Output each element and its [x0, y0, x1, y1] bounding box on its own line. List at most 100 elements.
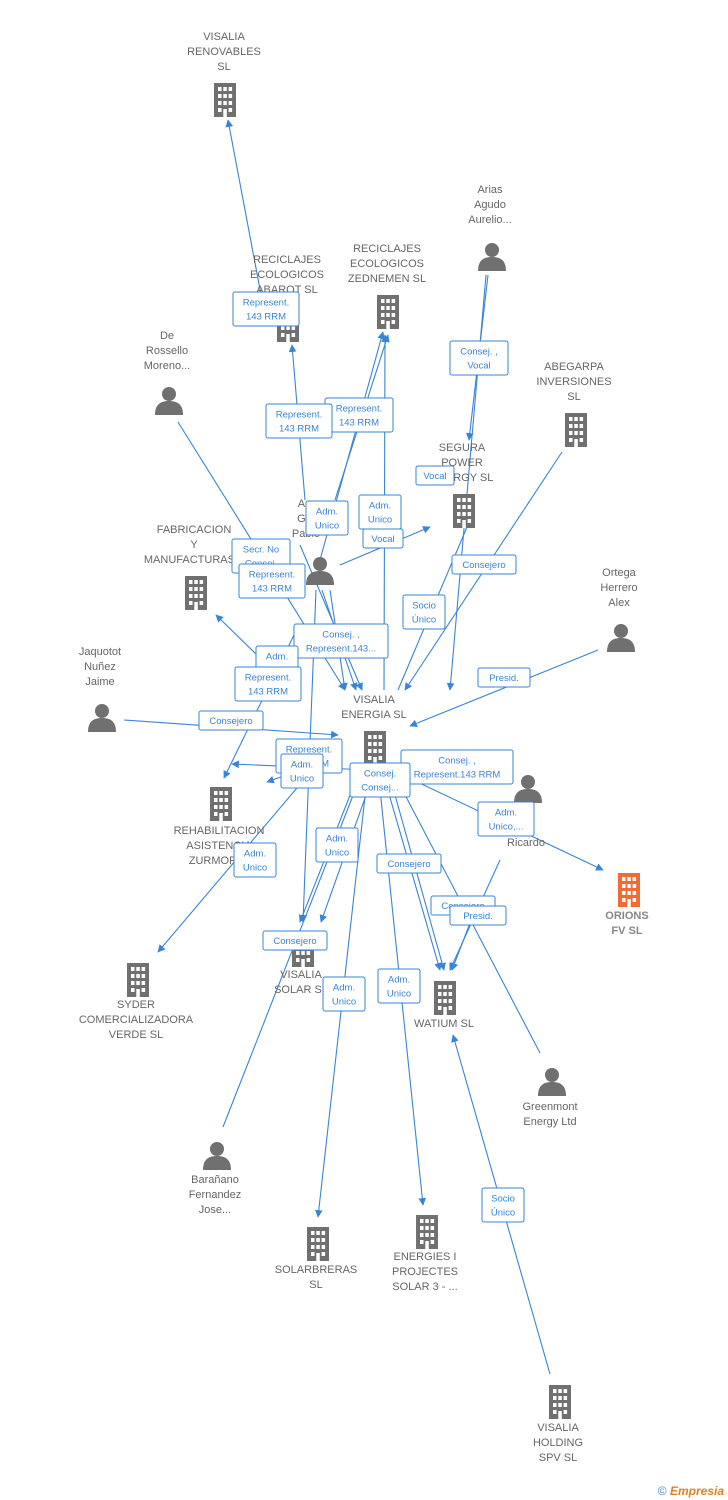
person-icon[interactable] [88, 704, 116, 732]
building-icon[interactable] [416, 1215, 438, 1249]
edge-label: Adm.Unico,... [477, 801, 535, 837]
node-label[interactable]: RENOVABLES [187, 46, 261, 58]
person-icon[interactable] [203, 1142, 231, 1170]
copyright-symbol: © [657, 1484, 667, 1498]
person-icon[interactable] [306, 557, 334, 585]
building-icon[interactable] [618, 873, 640, 907]
company-node-visalia-holding[interactable]: VISALIA HOLDING SPV SL [533, 1385, 583, 1464]
node-label[interactable]: SOLAR 3 - ... [392, 1281, 457, 1293]
building-icon[interactable] [565, 413, 587, 447]
node-label[interactable]: VISALIA [203, 31, 245, 43]
company-node-visalia-solar[interactable]: VISALIA SOLAR SL [274, 933, 328, 996]
node-label[interactable]: ECOLOGICOS [250, 269, 324, 281]
empresia-logo[interactable]: Empresia [669, 1484, 724, 1498]
company-node-visalia-renovables[interactable]: VISALIA RENOVABLES SL [187, 31, 261, 117]
node-label[interactable]: MANUFACTURAS... [144, 554, 244, 566]
node-label[interactable]: SL [567, 391, 580, 403]
node-label[interactable]: SL [309, 1279, 322, 1291]
company-node-reciclajes-zednemen[interactable]: RECICLAJES ECOLOGICOS ZEDNEMEN SL [348, 243, 426, 329]
node-label[interactable]: Barañano [191, 1174, 239, 1186]
person-icon[interactable] [607, 624, 635, 652]
edge-label: Consejero [198, 710, 264, 731]
node-label[interactable]: Fernandez [189, 1189, 242, 1201]
building-icon[interactable] [210, 787, 232, 821]
node-label[interactable]: Moreno... [144, 360, 190, 372]
node-label[interactable]: VISALIA [537, 1422, 579, 1434]
company-node-syder[interactable]: SYDER COMERCIALIZADORA VERDE SL [79, 963, 194, 1041]
node-label[interactable]: VISALIA [280, 969, 322, 981]
company-node-watium[interactable]: WATIUM SL [414, 981, 474, 1030]
company-node-solarbreras[interactable]: SOLARBRERAS SL [275, 1227, 358, 1291]
node-label[interactable]: SEGURA [439, 442, 486, 454]
node-label[interactable]: Ricardo [507, 837, 545, 849]
node-label[interactable]: SPV SL [539, 1452, 578, 1464]
node-label[interactable]: FABRICACION [157, 524, 232, 536]
node-label[interactable]: WATIUM SL [414, 1018, 474, 1030]
node-label[interactable]: HOLDING [533, 1437, 583, 1449]
person-icon[interactable] [478, 243, 506, 271]
node-label[interactable]: Ortega [602, 567, 637, 579]
node-label[interactable]: Alex [608, 597, 630, 609]
building-icon[interactable] [434, 981, 456, 1015]
node-label[interactable]: Jaquotot [79, 646, 121, 658]
node-label[interactable]: Agudo [474, 199, 506, 211]
node-label[interactable]: SL [217, 61, 230, 73]
node-label[interactable]: ENERGIES I [394, 1251, 457, 1263]
company-node-abegarpa[interactable]: ABEGARPA INVERSIONES SL [536, 361, 612, 447]
node-label[interactable]: Jaime [85, 676, 114, 688]
node-label[interactable]: SOLARBRERAS [275, 1264, 358, 1276]
building-icon[interactable] [549, 1385, 571, 1419]
relationship-edge [225, 119, 263, 301]
building-icon[interactable] [214, 83, 236, 117]
node-label[interactable]: Nuñez [84, 661, 116, 673]
node-label[interactable]: De [160, 330, 174, 342]
person-icon[interactable] [155, 387, 183, 415]
company-node-energies[interactable]: ENERGIES I PROJECTES SOLAR 3 - ... [392, 1215, 458, 1293]
node-label[interactable]: ORIONS [605, 910, 648, 922]
person-node-arias[interactable]: AriasAgudoAurelio... [468, 184, 512, 271]
node-label[interactable]: Greenmont [522, 1101, 577, 1113]
node-label[interactable]: RECICLAJES [353, 243, 421, 255]
node-label[interactable]: ENERGIA SL [341, 709, 406, 721]
person-icon[interactable] [538, 1068, 566, 1096]
node-label[interactable]: Jose... [199, 1204, 231, 1216]
person-node-de-rossello[interactable]: DeRosselloMoreno... [144, 330, 190, 415]
building-icon[interactable] [377, 295, 399, 329]
node-label[interactable]: ZEDNEMEN SL [348, 273, 426, 285]
node-label[interactable]: SOLAR SL [274, 984, 328, 996]
building-icon[interactable] [127, 963, 149, 997]
building-icon[interactable] [364, 731, 386, 765]
building-icon[interactable] [185, 576, 207, 610]
building-icon[interactable] [307, 1227, 329, 1261]
node-label[interactable]: INVERSIONES [536, 376, 611, 388]
company-node-fabricacion[interactable]: FABRICACION Y MANUFACTURAS... [144, 524, 244, 610]
edge-label: Adm.Unico [233, 842, 277, 878]
node-label[interactable]: Rossello [146, 345, 188, 357]
node-label[interactable]: Energy Ltd [523, 1116, 576, 1128]
node-label[interactable]: REHABILITACION [174, 825, 265, 837]
building-icon[interactable] [453, 494, 475, 528]
node-label[interactable]: Arias [477, 184, 503, 196]
node-label[interactable]: ABEGARPA [544, 361, 604, 373]
node-label[interactable]: SYDER [117, 999, 155, 1011]
node-label[interactable]: VERDE SL [109, 1029, 163, 1041]
node-label[interactable]: RECICLAJES [253, 254, 321, 266]
node-label[interactable]: PROJECTES [392, 1266, 458, 1278]
node-label[interactable]: Herrero [600, 582, 637, 594]
node-label[interactable]: Y [190, 539, 198, 551]
company-node-visalia-energia[interactable]: VISALIA ENERGIA SL [341, 694, 407, 765]
node-label[interactable]: ECOLOGICOS [350, 258, 424, 270]
node-label[interactable]: Aurelio... [468, 214, 511, 226]
person-icon[interactable] [514, 775, 542, 803]
node-label[interactable]: COMERCIALIZADORA [79, 1014, 194, 1026]
node-label[interactable]: VISALIA [353, 694, 395, 706]
node-label[interactable]: FV SL [611, 925, 642, 937]
person-node-barañano[interactable]: BarañanoFernandezJose... [189, 1142, 242, 1216]
company-node-orions[interactable]: ORIONS FV SL [605, 873, 649, 937]
